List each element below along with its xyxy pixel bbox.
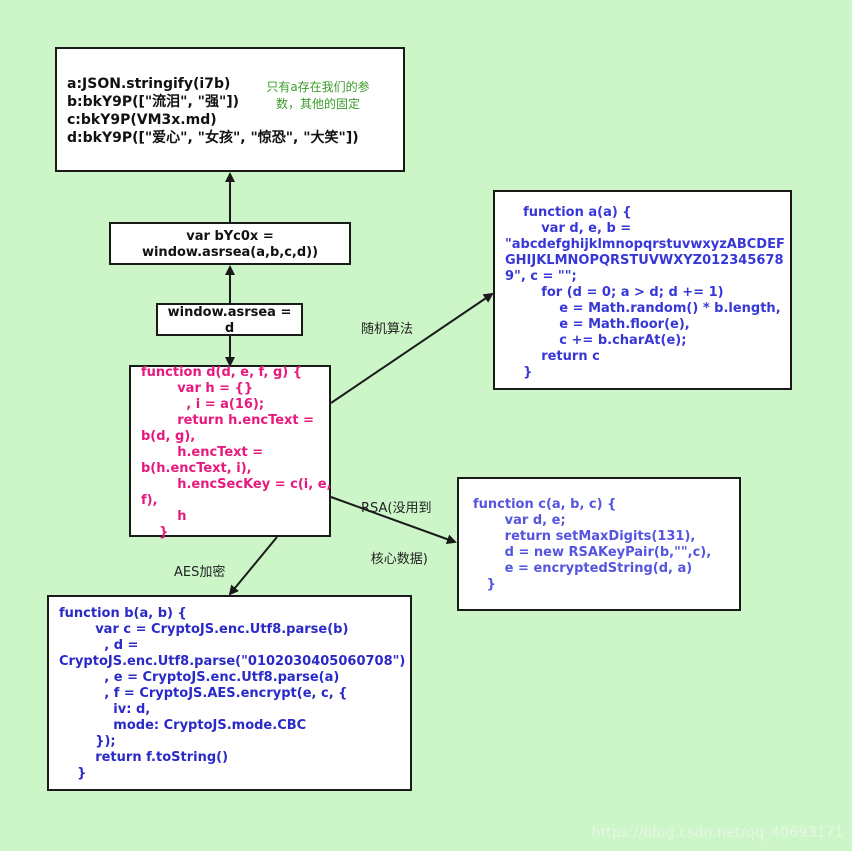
code-line: function b(a, b) { [59, 606, 187, 621]
call-line-2: window.asrsea(a,b,c,d)) [141, 245, 319, 260]
code-line: var d, e, b = [505, 221, 632, 236]
param-a: a:JSON.stringify(i7b) [67, 76, 231, 92]
code-line: , i = a(16); [141, 397, 265, 412]
code-line: } [505, 365, 533, 380]
params-list: a:JSON.stringify(i7b) b:bkY9P(["流泪", "强"… [67, 75, 359, 147]
code-line: function c(a, b, c) { [473, 497, 617, 512]
rsa-line-2: 核心数据) [370, 552, 428, 567]
params-note: 只有a存在我们的参 数，其他的固定 [253, 79, 383, 113]
code-line: function d(d, e, f, g) { [141, 365, 302, 380]
code-line: return c [505, 349, 600, 364]
param-d: d:bkY9P(["爱心", "女孩", "惊恐", "大笑"]) [67, 130, 359, 146]
note-line-1: 只有a存在我们的参 [266, 80, 370, 94]
function-c-code: function c(a, b, c) { var d, e; return s… [473, 497, 711, 593]
code-line: } [473, 577, 496, 592]
code-line: e = Math.floor(e), [505, 317, 690, 332]
function-d-code: function d(d, e, f, g) { var h = {} , i … [141, 365, 331, 541]
edge-label-rsa: RSA(没用到 核心数据) [361, 466, 432, 585]
code-line: h.encText = [141, 445, 264, 460]
code-line: , f = CryptoJS.AES.encrypt(e, c, { [59, 686, 348, 701]
code-line: var h = {} [141, 381, 254, 396]
code-line: } [141, 525, 169, 540]
edge-label-random: 随机算法 [361, 322, 414, 337]
function-a-box: function a(a) { var d, e, b = "abcdefghi… [493, 190, 792, 390]
code-line: b(h.encText, i), [141, 461, 252, 476]
params-box: a:JSON.stringify(i7b) b:bkY9P(["流泪", "强"… [55, 47, 405, 172]
code-line: f), [141, 493, 158, 508]
code-line: b(d, g), [141, 429, 196, 444]
code-line: , e = CryptoJS.enc.Utf8.parse(a) [59, 670, 340, 685]
code-line: return f.toString() [59, 750, 229, 765]
code-line: var d, e; [473, 513, 566, 528]
code-line: "abcdefghijklmnopqrstuvwxyzABCDEF [505, 237, 785, 252]
arrow-func-d-to-func-c [330, 496, 457, 544]
function-d-box: function d(d, e, f, g) { var h = {} , i … [129, 365, 331, 540]
arrow-func-d-to-func-b [228, 536, 278, 596]
asrsea-call-box: var bYc0x = window.asrsea(a,b,c,d)) [109, 222, 351, 265]
code-line: return h.encText = [141, 413, 315, 428]
watermark: https://blog.csdn.net/qq_40693171 [591, 825, 844, 841]
code-line: return setMaxDigits(131), [473, 529, 696, 544]
asrsea-assign-box: window.asrsea = d [156, 303, 303, 336]
code-line: CryptoJS.enc.Utf8.parse("010203040506070… [59, 654, 406, 669]
assign-line-2: d [224, 321, 235, 336]
code-line: h [141, 509, 187, 524]
code-line: function a(a) { [505, 205, 632, 220]
code-line: } [59, 766, 87, 781]
code-line: iv: d, [59, 702, 151, 717]
arrow-func-d-to-func-a [330, 292, 494, 404]
code-line: e = encryptedString(d, a) [473, 561, 693, 576]
note-line-2: 数，其他的固定 [275, 97, 360, 111]
function-b-box: function b(a, b) { var c = CryptoJS.enc.… [47, 595, 412, 791]
code-line: d = new RSAKeyPair(b,"",c), [473, 545, 712, 560]
code-line: c += b.charAt(e); [505, 333, 687, 348]
code-line: 9", c = ""; [505, 269, 577, 284]
rsa-line-1: RSA(没用到 [361, 501, 432, 516]
code-line: mode: CryptoJS.mode.CBC [59, 718, 307, 733]
param-c: c:bkY9P(VM3x.md) [67, 112, 217, 128]
code-line: h.encSecKey = c(i, e, [141, 477, 332, 492]
function-b-code: function b(a, b) { var c = CryptoJS.enc.… [59, 606, 405, 782]
function-a-code: function a(a) { var d, e, b = "abcdefghi… [505, 205, 785, 381]
code-line: var c = CryptoJS.enc.Utf8.parse(b) [59, 622, 349, 637]
code-line: }); [59, 734, 116, 749]
code-line: GHIJKLMNOPQRSTUVWXYZ012345678 [505, 253, 784, 268]
edge-label-aes: AES加密 [174, 565, 226, 580]
call-line-1: var bYc0x = [186, 229, 274, 244]
assign-line-1: window.asrsea = [167, 305, 292, 320]
code-line: , d = [59, 638, 139, 653]
code-line: e = Math.random() * b.length, [505, 301, 781, 316]
code-line: for (d = 0; a > d; d += 1) [505, 285, 724, 300]
param-b: b:bkY9P(["流泪", "强"]) [67, 94, 240, 110]
function-c-box: function c(a, b, c) { var d, e; return s… [457, 477, 741, 611]
